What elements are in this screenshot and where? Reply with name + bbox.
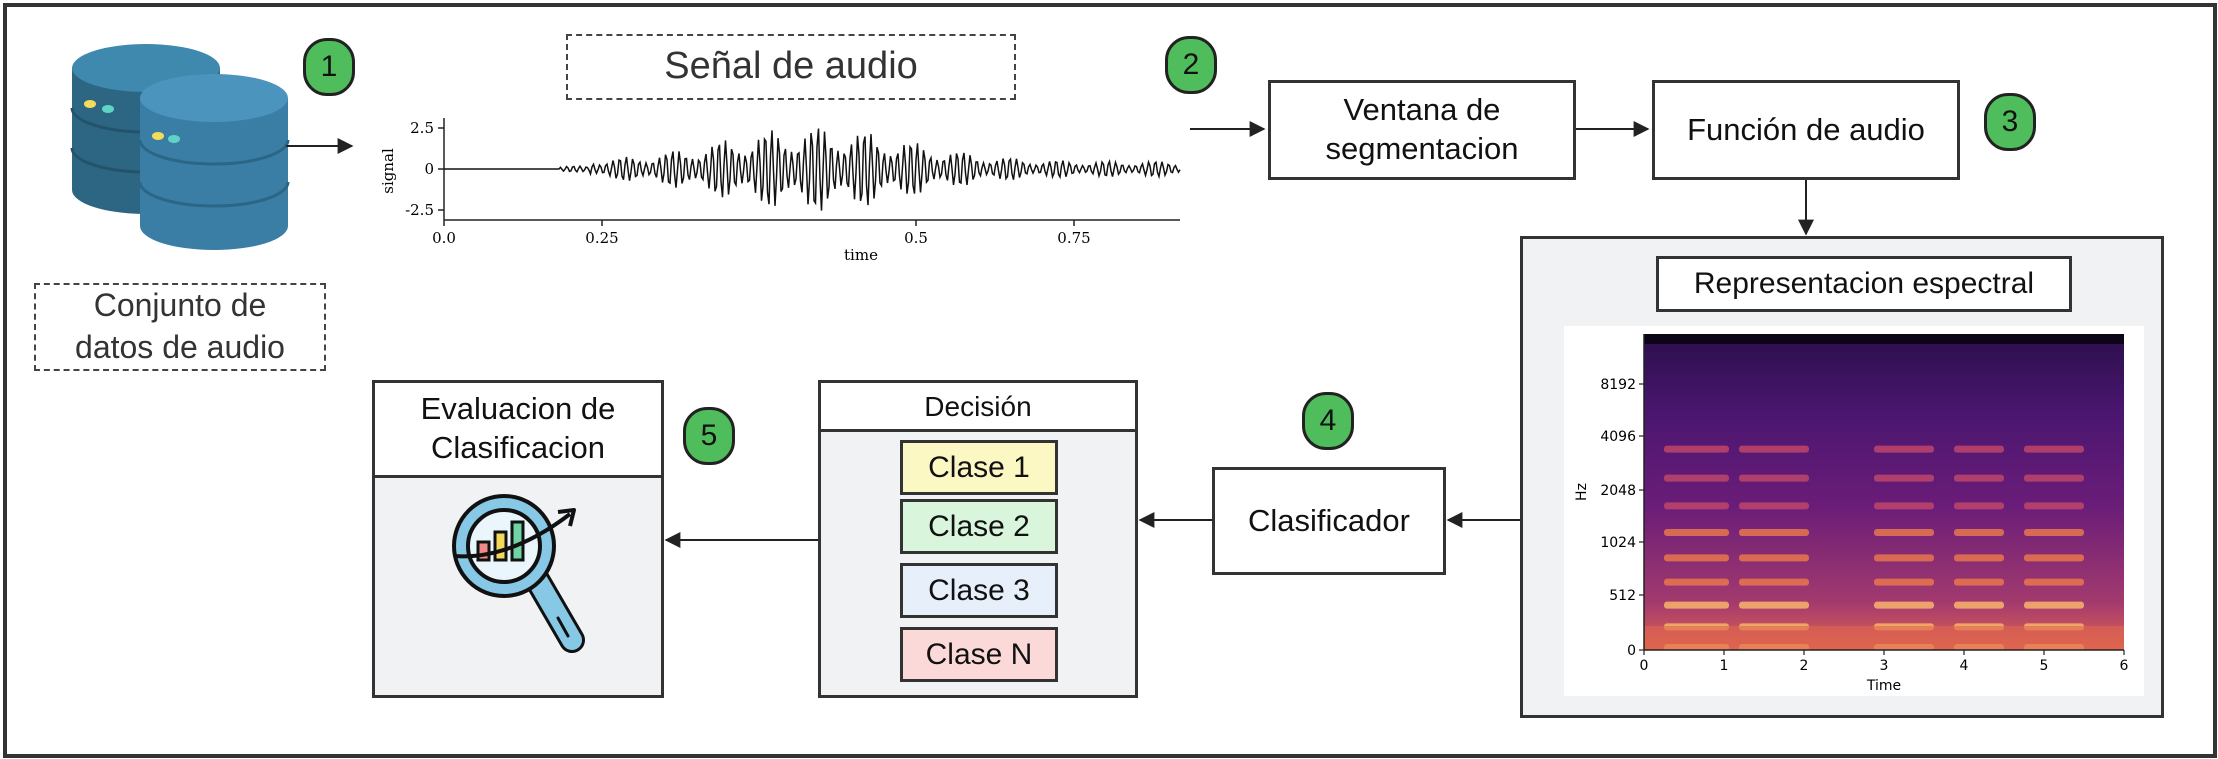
waveform-ytick-label: 2.5 bbox=[410, 119, 434, 137]
audio-feature-box: Función de audio bbox=[1652, 80, 1960, 180]
signal-title: Señal de audio bbox=[566, 34, 1016, 100]
spectrogram-xlabel: Time bbox=[1866, 678, 1901, 694]
segmentation-window-box: Ventana de segmentacion bbox=[1268, 80, 1576, 180]
spectrogram-ytick-label: 0 bbox=[1627, 643, 1636, 659]
spectrogram-background bbox=[1644, 334, 2124, 650]
spectrogram-ytick-label: 4096 bbox=[1600, 429, 1636, 445]
waveform-line bbox=[444, 128, 1181, 211]
magnifier-chart-icon bbox=[452, 494, 585, 653]
spectrogram-xtick-label: 4 bbox=[1960, 658, 1969, 674]
spectral-title: Representacion espectral bbox=[1656, 256, 2072, 312]
step-badge-1: 1 bbox=[303, 38, 355, 96]
spectrogram-ytick-label: 8192 bbox=[1600, 377, 1636, 393]
diagram-frame bbox=[3, 3, 2217, 758]
waveform-xtick-label: 0.25 bbox=[585, 229, 618, 247]
spectrogram-ytick-label: 512 bbox=[1609, 588, 1636, 604]
decision-title: Decisión bbox=[818, 380, 1138, 432]
class-3-box: Clase 3 bbox=[900, 563, 1058, 618]
spectrogram-xtick-label: 2 bbox=[1800, 658, 1809, 674]
spectrogram-xtick-label: 5 bbox=[2040, 658, 2049, 674]
waveform-xtick-label: 0.75 bbox=[1057, 229, 1090, 247]
spectrogram-ytick-label: 2048 bbox=[1600, 483, 1636, 499]
class-n-box: Clase N bbox=[900, 627, 1058, 682]
step-badge-3: 3 bbox=[1984, 93, 2036, 151]
waveform-ytick-label: 0 bbox=[424, 160, 434, 178]
class-1-box: Clase 1 bbox=[900, 440, 1058, 495]
spectrogram-plot: 8192 4096 2048 1024 512 0 0 1 2 3 4 5 6 Hz Time bbox=[1564, 326, 2144, 696]
spectrogram-xtick-label: 1 bbox=[1720, 658, 1729, 674]
spectrogram-ytick-label: 1024 bbox=[1600, 535, 1636, 551]
evaluation-title: Evaluacion de Clasificacion bbox=[372, 380, 664, 478]
waveform-plot: 2.5 0 -2.5 0.0 0.25 0.5 0.75 signal time bbox=[379, 118, 1181, 264]
classifier-box: Clasificador bbox=[1212, 467, 1446, 575]
spectrogram-xtick-label: 3 bbox=[1880, 658, 1889, 674]
waveform-xlabel: time bbox=[844, 246, 878, 264]
step-badge-5: 5 bbox=[683, 407, 735, 465]
step-badge-4: 4 bbox=[1302, 392, 1354, 450]
spectrogram-xtick-label: 6 bbox=[2120, 658, 2129, 674]
dataset-label: Conjunto de datos de audio bbox=[34, 283, 326, 371]
waveform-xtick-label: 0.5 bbox=[904, 229, 928, 247]
class-2-box: Clase 2 bbox=[900, 499, 1058, 554]
spectrogram-ylabel: Hz bbox=[1574, 483, 1590, 501]
database-icon bbox=[70, 44, 290, 250]
spectrogram-xtick-label: 0 bbox=[1640, 658, 1649, 674]
waveform-xtick-label: 0.0 bbox=[432, 229, 456, 247]
waveform-ylabel: signal bbox=[379, 148, 397, 194]
step-badge-2: 2 bbox=[1165, 36, 1217, 94]
waveform-ytick-label: -2.5 bbox=[405, 201, 434, 219]
